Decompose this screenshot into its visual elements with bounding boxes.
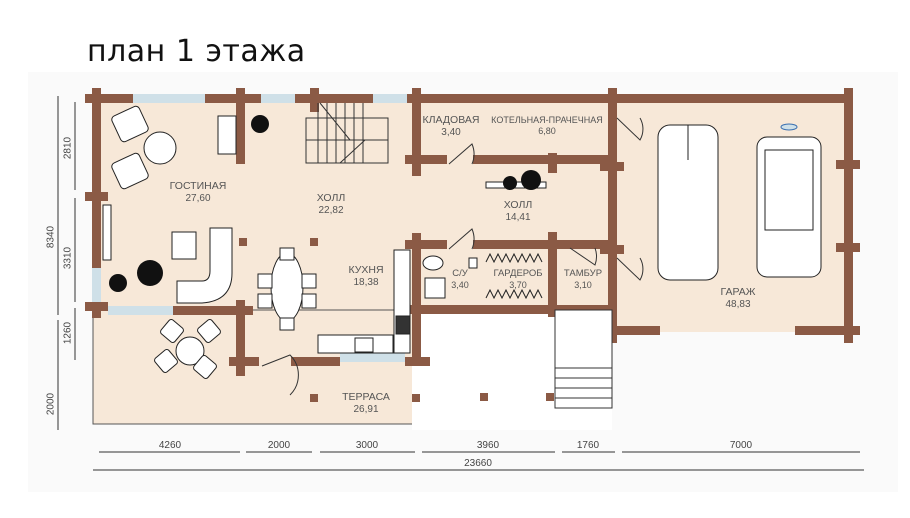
room-label-bathroom: С/У 3,40: [451, 268, 469, 291]
room-area: 3,10: [574, 279, 592, 290]
room-name: ТЕРРАСА: [342, 391, 390, 403]
dimension-h-6: 7000: [729, 440, 753, 451]
room-area: 3,70: [509, 279, 527, 290]
page-title: план 1 этажа: [87, 34, 306, 69]
dimension-total: 23660: [464, 458, 492, 469]
staircase: [305, 102, 389, 164]
columns: [239, 238, 554, 402]
dimension-v-total: 8340: [45, 225, 57, 249]
dimension-h-4: 3960: [476, 440, 500, 451]
dimension-v-3: 1260: [62, 321, 74, 345]
room-area: 6,80: [538, 126, 556, 137]
entrance-steps: [554, 309, 613, 409]
room-area: 22,82: [318, 205, 344, 217]
room-label-terrace: ТЕРРАСА 26,91: [342, 391, 390, 417]
room-area: 3,40: [451, 279, 469, 290]
room-label-living: ГОСТИНАЯ 27,60: [170, 180, 227, 206]
dimension-v-1: 2810: [62, 136, 74, 160]
room-label-storage: КЛАДОВАЯ 3,40: [423, 114, 480, 140]
room-area: 14,41: [505, 212, 531, 224]
plants: [109, 115, 541, 292]
room-area: 18,38: [353, 277, 379, 289]
room-name: ГАРАЖ: [720, 286, 756, 298]
room-area: 48,83: [725, 299, 751, 311]
dimension-v-terrace: 2000: [45, 392, 57, 416]
room-area: 26,91: [353, 404, 379, 416]
room-label-vestibule: ТАМБУР 3,10: [564, 268, 602, 291]
room-name: С/У: [452, 268, 468, 279]
room-name: КЛАДОВАЯ: [422, 114, 480, 126]
room-name: ГОСТИНАЯ: [169, 180, 227, 192]
room-name: КУХНЯ: [348, 264, 384, 276]
room-label-hall-2: ХОЛЛ 14,41: [504, 199, 533, 225]
dimension-h-3: 3000: [355, 440, 379, 451]
room-area: 27,60: [185, 193, 211, 205]
dimension-h-1: 4260: [158, 440, 182, 451]
dimension-h-2: 2000: [267, 440, 291, 451]
room-label-boiler-laundry: КОТЕЛЬНАЯ-ПРАЧЕЧНАЯ 6,80: [491, 115, 603, 138]
dimension-h-5: 1760: [576, 440, 600, 451]
room-name: ХОЛЛ: [316, 192, 346, 204]
dimension-v-2: 3310: [62, 246, 74, 270]
dimension-lines: [57, 96, 864, 471]
room-label-hall: ХОЛЛ 22,82: [317, 192, 346, 218]
room-area: 3,40: [441, 127, 461, 139]
furniture: [102, 105, 822, 379]
room-name: ГАРДЕРОБ: [493, 268, 543, 279]
room-label-wardrobe: ГАРДЕРОБ 3,70: [493, 268, 542, 291]
room-name: КОТЕЛЬНАЯ-ПРАЧЕЧНАЯ: [491, 115, 603, 125]
room-name: ХОЛЛ: [503, 199, 533, 211]
room-name: ТАМБУР: [563, 268, 603, 279]
room-label-kitchen: КУХНЯ 18,38: [348, 264, 383, 290]
log-walls: [85, 88, 860, 376]
room-label-garage: ГАРАЖ 48,83: [721, 286, 756, 312]
